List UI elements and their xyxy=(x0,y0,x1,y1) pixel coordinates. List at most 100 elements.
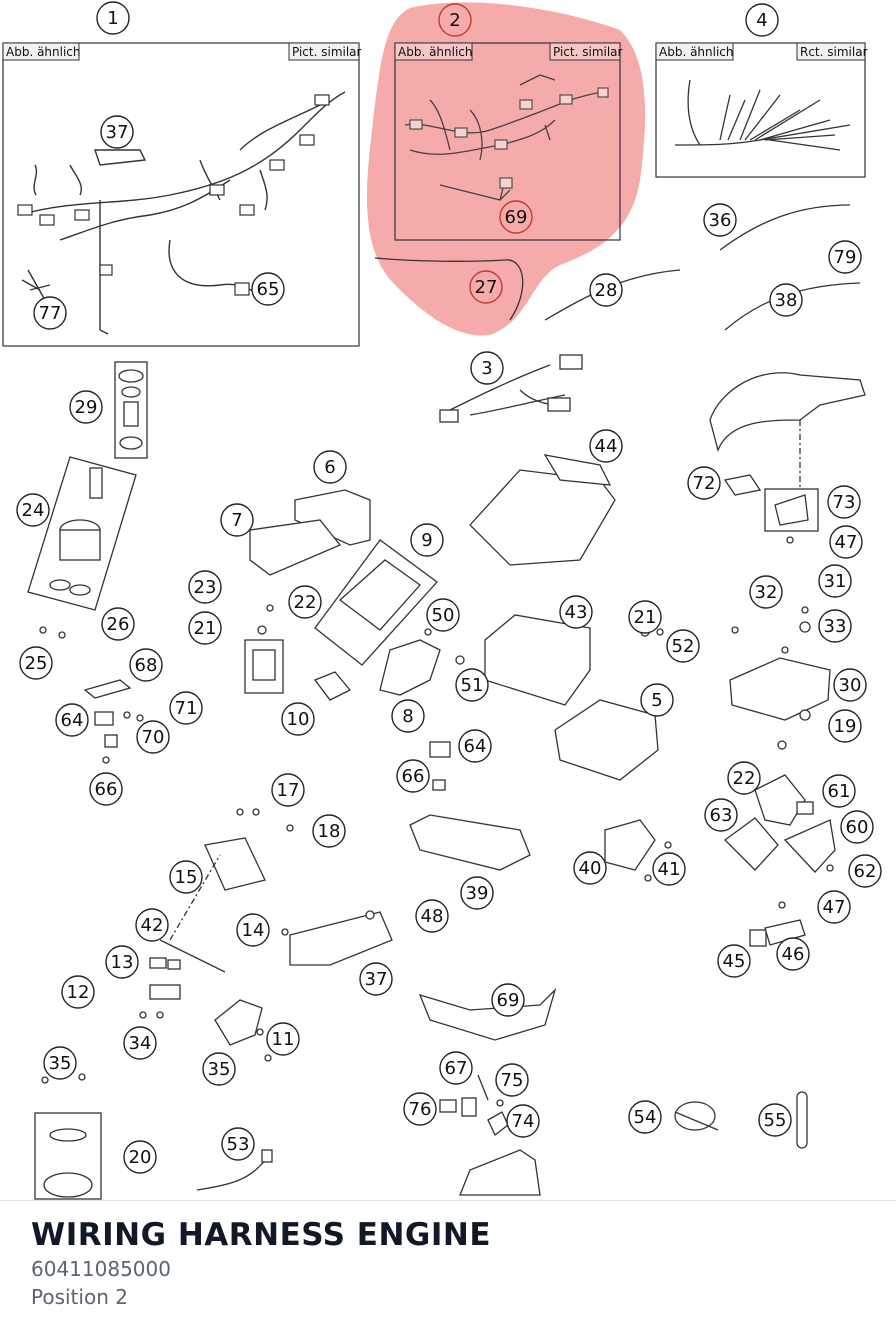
callout-75: 75 xyxy=(495,1063,529,1097)
callout-label: 37 xyxy=(365,969,388,990)
callout-circle xyxy=(439,1051,473,1085)
callout-24: 24 xyxy=(16,493,50,527)
callout-label: 14 xyxy=(242,920,265,941)
callout-label: 79 xyxy=(834,247,857,268)
callout-label: 41 xyxy=(658,859,681,880)
callout-55: 55 xyxy=(758,1103,792,1137)
callout-circle xyxy=(136,720,170,754)
callout-circle xyxy=(101,607,135,641)
box-2-label-right: Pict. similar xyxy=(553,45,623,59)
callout-15: 15 xyxy=(169,860,203,894)
callout-31: 31 xyxy=(818,564,852,598)
callout-label: 39 xyxy=(466,883,489,904)
callout-label: 22 xyxy=(294,592,317,613)
callout-38: 38 xyxy=(769,283,803,317)
callout-label: 55 xyxy=(764,1110,787,1131)
callout-circle xyxy=(19,646,53,680)
callout-79: 79 xyxy=(828,240,862,274)
callout-47: 47 xyxy=(817,890,851,924)
callout-label: 67 xyxy=(445,1058,468,1079)
callout-label: 32 xyxy=(755,582,778,603)
callout-label: 8 xyxy=(402,706,413,727)
callout-62: 62 xyxy=(848,854,882,888)
callout-21: 21 xyxy=(628,600,662,634)
callout-label: 66 xyxy=(95,779,118,800)
callout-circle xyxy=(628,1100,662,1134)
callout-circle xyxy=(220,503,254,537)
callout-14: 14 xyxy=(236,913,270,947)
callout-label: 31 xyxy=(824,571,847,592)
callout-label: 45 xyxy=(723,951,746,972)
callout-label: 30 xyxy=(839,675,862,696)
callout-10: 10 xyxy=(281,702,315,736)
callout-23: 23 xyxy=(188,570,222,604)
callout-35: 35 xyxy=(43,1046,77,1080)
callout-circle xyxy=(281,702,315,736)
callout-label: 21 xyxy=(194,618,217,639)
callout-label: 60 xyxy=(846,817,869,838)
callout-circle xyxy=(840,810,874,844)
callout-circle xyxy=(188,611,222,645)
callout-66: 66 xyxy=(89,772,123,806)
callout-47: 47 xyxy=(829,525,863,559)
callout-circle xyxy=(822,774,856,808)
callout-34: 34 xyxy=(123,1026,157,1060)
part-info-footer: WIRING HARNESS ENGINE 60411085000 Positi… xyxy=(0,1200,896,1336)
box-2: Abb. ähnlich Pict. similar xyxy=(394,42,623,241)
callout-circle xyxy=(589,429,623,463)
callout-label: 66 xyxy=(402,766,425,787)
callout-circle xyxy=(828,709,862,743)
part-position: Position 2 xyxy=(31,1285,128,1309)
callout-label: 72 xyxy=(693,473,716,494)
callout-label: 24 xyxy=(22,500,45,521)
callout-circle xyxy=(460,876,494,910)
callout-circle xyxy=(745,3,779,37)
callout-label: 47 xyxy=(835,532,858,553)
callout-48: 48 xyxy=(415,899,449,933)
callout-label: 35 xyxy=(49,1053,72,1074)
harness-1-drawing xyxy=(19,91,346,335)
callout-circle xyxy=(69,390,103,424)
callout-label: 1 xyxy=(107,8,118,29)
callout-19: 19 xyxy=(828,709,862,743)
box-1-label-right: Pict. similar xyxy=(292,45,362,59)
callout-52: 52 xyxy=(666,629,700,663)
callout-circle xyxy=(628,600,662,634)
callout-circle xyxy=(135,908,169,942)
callout-circle xyxy=(769,283,803,317)
callout-label: 76 xyxy=(409,1099,432,1120)
callout-label: 64 xyxy=(464,736,487,757)
callout-label: 28 xyxy=(595,280,618,301)
callout-circle xyxy=(251,272,285,306)
callout-33: 33 xyxy=(818,609,852,643)
part-title: WIRING HARNESS ENGINE xyxy=(31,1217,492,1253)
callout-circle xyxy=(33,296,67,330)
callout-circle xyxy=(16,493,50,527)
callout-label: 37 xyxy=(106,122,129,143)
callout-76: 76 xyxy=(403,1092,437,1126)
callout-37: 37 xyxy=(100,115,134,149)
callout-circle xyxy=(687,466,721,500)
callout-37: 37 xyxy=(359,962,393,996)
callout-label: 5 xyxy=(651,690,662,711)
callout-label: 74 xyxy=(512,1111,535,1132)
callout-circle xyxy=(313,450,347,484)
callout-circle xyxy=(776,937,810,971)
callout-35: 35 xyxy=(202,1052,236,1086)
callout-label: 27 xyxy=(475,277,498,298)
callout-61: 61 xyxy=(822,774,856,808)
callout-circle xyxy=(89,772,123,806)
callout-circle xyxy=(749,575,783,609)
callout-label: 7 xyxy=(231,510,242,531)
callout-40: 40 xyxy=(573,851,607,885)
callout-41: 41 xyxy=(652,852,686,886)
callout-label: 9 xyxy=(421,530,432,551)
callout-label: 12 xyxy=(67,982,90,1003)
callout-circle xyxy=(403,1092,437,1126)
part-number: 60411085000 xyxy=(31,1257,171,1281)
callout-69: 69 xyxy=(499,200,533,234)
callout-label: 34 xyxy=(129,1033,152,1054)
callout-circle xyxy=(202,1052,236,1086)
callout-30: 30 xyxy=(833,668,867,702)
callout-circle xyxy=(848,854,882,888)
